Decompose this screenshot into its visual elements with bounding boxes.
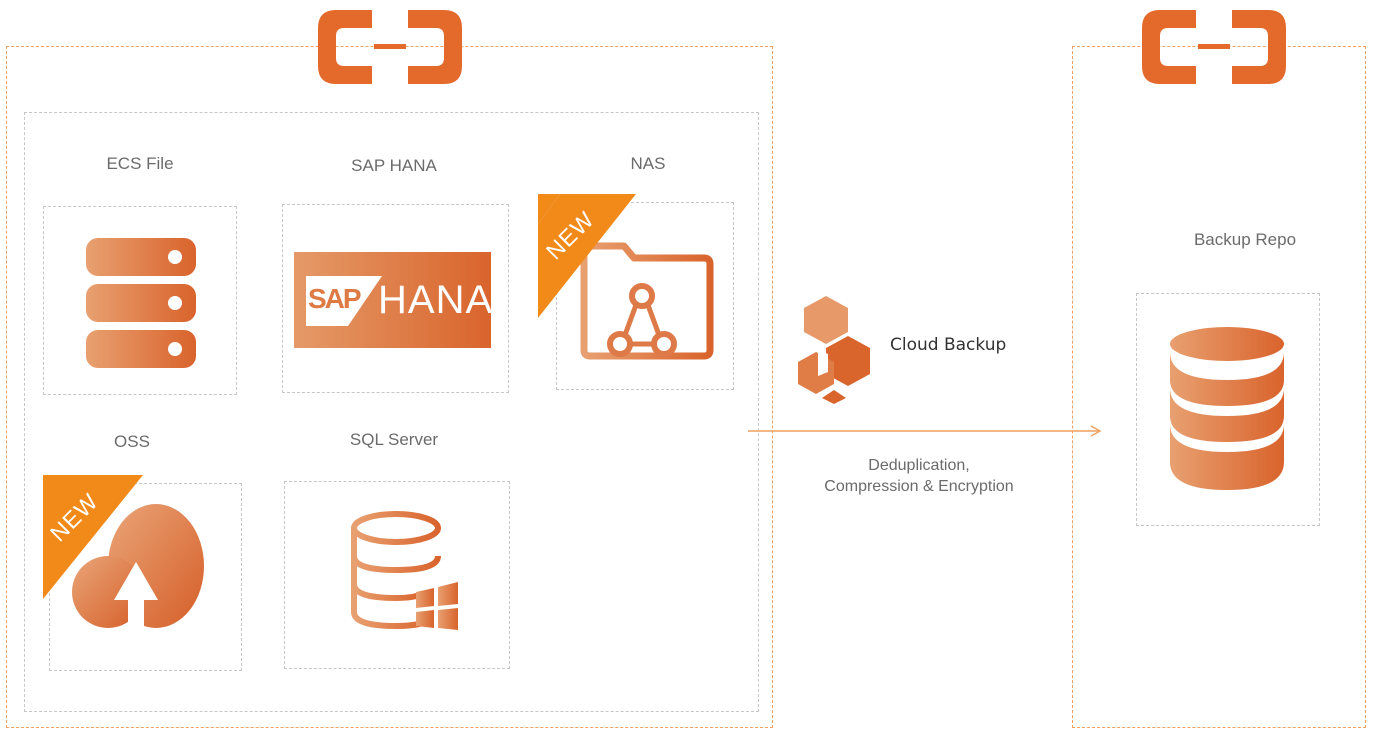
ecs-file-card[interactable] <box>43 206 237 395</box>
backup-flow-arrow <box>748 425 1102 437</box>
new-ribbon <box>538 194 636 318</box>
new-ribbon <box>43 475 143 599</box>
nas-card[interactable] <box>556 202 734 390</box>
sql-server-label: SQL Server <box>349 430 439 449</box>
cloud-upload-icon <box>72 504 204 634</box>
alibaba-cloud-logo <box>318 10 462 84</box>
sap-logo-text: SAP <box>308 283 362 314</box>
source-workloads-panel <box>24 112 759 712</box>
flow-line-2: Compression & Encryption <box>824 478 1014 495</box>
backup-repo-card[interactable] <box>1136 293 1320 526</box>
cloud-backup-label: Cloud Backup <box>890 335 1007 355</box>
ecs-file-label: ECS File <box>106 154 174 173</box>
oss-label: OSS <box>114 432 150 451</box>
flow-line-1: Deduplication, <box>868 457 970 474</box>
flow-description: Deduplication, Compression & Encryption <box>790 455 1048 497</box>
sap-hana-logo: SAP HANA <box>294 252 494 348</box>
sap-hana-label: SAP HANA <box>351 156 437 175</box>
shared-folder-icon <box>580 242 714 360</box>
server-stack-icon <box>86 238 196 368</box>
backup-repo-label: Backup Repo <box>1193 230 1297 249</box>
cloud-backup-hexagon-icon <box>798 296 870 404</box>
sql-server-card[interactable] <box>284 481 510 669</box>
sap-hana-card[interactable] <box>282 204 509 393</box>
hana-logo-text: HANA <box>378 278 494 322</box>
alibaba-cloud-logo <box>1142 10 1286 84</box>
sql-server-database-icon <box>351 511 458 630</box>
nas-label: NAS <box>630 154 666 173</box>
database-stack-icon <box>1170 327 1284 490</box>
